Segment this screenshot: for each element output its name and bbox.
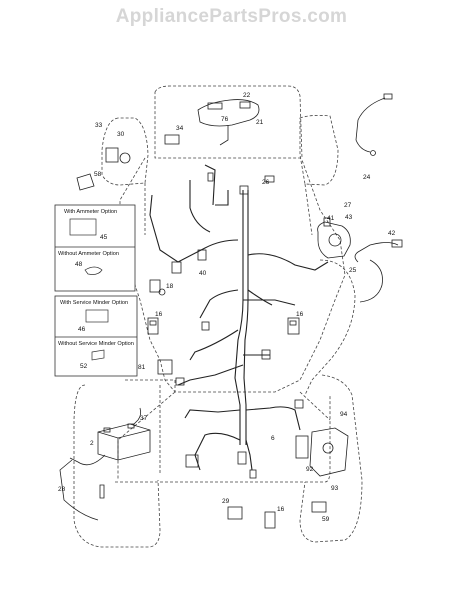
- part-52: 52: [80, 363, 88, 370]
- callout-93: 93: [331, 485, 339, 492]
- with-service-minder-label: With Service Minder Option: [60, 300, 128, 306]
- connector-6: [99, 484, 105, 499]
- callout-26: 26: [262, 179, 270, 186]
- callout-16a: 16: [155, 311, 163, 318]
- callout-16c: 16: [277, 506, 285, 513]
- callout-21: 21: [256, 119, 264, 126]
- switch-29: [227, 506, 243, 520]
- callout-27: 27: [344, 202, 352, 209]
- callout-28: 28: [58, 486, 66, 493]
- callout-59: 59: [322, 516, 330, 523]
- callout-41: 41: [327, 215, 335, 222]
- component-18: [149, 279, 166, 296]
- callout-29: 29: [222, 498, 230, 505]
- callout-6: 6: [271, 435, 275, 442]
- with-ammeter-label: With Ammeter Option: [64, 209, 117, 215]
- solenoid-41: [317, 217, 351, 259]
- component-59: [311, 501, 327, 513]
- callout-92: 92: [306, 466, 314, 473]
- connector-cluster: [185, 172, 304, 479]
- callout-30: 30: [117, 131, 125, 138]
- callout-76: 76: [221, 116, 229, 123]
- part-46: 46: [78, 326, 86, 333]
- headlight-harness: [197, 99, 260, 146]
- part-48: 48: [75, 261, 83, 268]
- callout-24: 24: [363, 174, 371, 181]
- service-minder-option-box: With Service Minder Option 46 Without Se…: [54, 295, 138, 377]
- component-40: [171, 249, 207, 274]
- part-45: 45: [100, 234, 108, 241]
- main-harness: [149, 164, 329, 471]
- without-service-minder-label: Without Service Minder Option: [58, 341, 134, 347]
- switch-16-right: [287, 317, 300, 335]
- switch-16-left: [147, 317, 159, 335]
- component-26: [264, 175, 275, 183]
- watermark: AppliancePartsPros.com: [115, 6, 348, 27]
- callout-58: 58: [94, 171, 102, 178]
- component-34: [164, 134, 180, 145]
- cable-42: [354, 239, 403, 303]
- callout-33: 33: [95, 122, 103, 129]
- cable-37: [132, 407, 142, 426]
- callout-81: 81: [138, 364, 146, 371]
- ignition-94: [295, 427, 349, 477]
- callout-94: 94: [340, 411, 348, 418]
- without-ammeter-label: Without Ammeter Option: [58, 251, 119, 257]
- switch-16-bottom: [264, 511, 276, 529]
- callout-16b: 16: [296, 311, 304, 318]
- relay-81: [157, 359, 185, 386]
- ammeter-option-box: With Ammeter Option 45 Without Ammeter O…: [54, 204, 136, 292]
- callout-25a: 25: [349, 267, 357, 274]
- callout-2: 2: [90, 440, 94, 447]
- component-33: [105, 147, 131, 164]
- battery-2: [59, 423, 151, 521]
- callout-18a: 18: [166, 283, 174, 290]
- callout-22: 22: [243, 92, 251, 99]
- cable-24: [355, 93, 393, 156]
- callout-43: 43: [345, 214, 353, 221]
- callout-42: 42: [388, 230, 396, 237]
- callout-37: 37: [140, 415, 148, 422]
- callout-40: 40: [199, 270, 207, 277]
- component-58: [76, 173, 95, 191]
- callout-34: 34: [176, 125, 184, 132]
- callouts: 22 76 21 33 30 34 58 26 24 27 41 43 42 2…: [58, 92, 396, 523]
